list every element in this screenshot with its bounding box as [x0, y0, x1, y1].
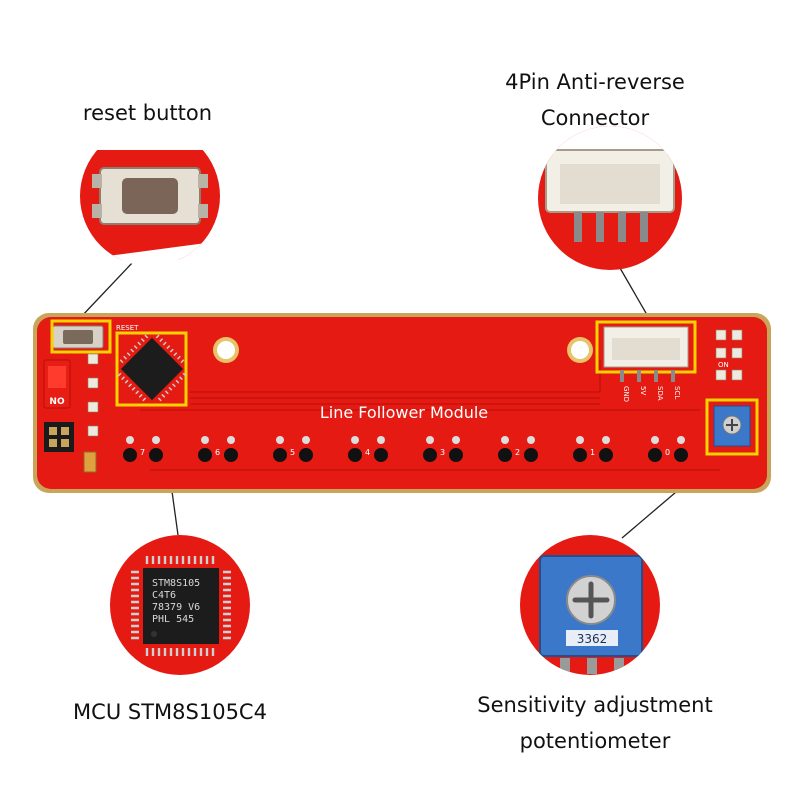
channel-number: 7	[140, 448, 145, 457]
jumper-header	[44, 422, 74, 452]
channel-number: 1	[590, 448, 595, 457]
channel-number: 5	[290, 448, 295, 457]
mcu-label: MCU STM8S105C4	[73, 700, 267, 724]
chip-marking: STM8S105	[152, 578, 200, 589]
mcu-zoom-circle: STM8S105 C4T6 78379 V6 PHL 545	[110, 535, 250, 675]
sensor-channel: 5	[273, 436, 313, 462]
sensor-channel: 6	[198, 436, 238, 462]
on-silkscreen: ON	[718, 361, 729, 369]
channel-number: 0	[665, 448, 670, 457]
capacitor	[83, 451, 97, 473]
channel-number: 3	[440, 448, 445, 457]
switch-silkscreen: NO	[49, 397, 65, 407]
connector-part	[595, 320, 697, 382]
reset-silkscreen: RESET	[116, 324, 139, 332]
potentiometer-zoom-circle: 3362	[520, 535, 660, 675]
pcb-board: RESET NO	[33, 313, 771, 493]
reset-button-part	[50, 319, 112, 354]
sensor-channel: 4	[348, 436, 388, 462]
sensor-channel: 0	[648, 436, 688, 462]
mounting-holes	[213, 337, 593, 363]
dip-switch: NO	[43, 359, 71, 409]
reset-button-label: reset button	[82, 101, 213, 125]
connector-zoom-circle	[538, 126, 682, 270]
mcu-chip-part	[115, 331, 188, 407]
sensor-channel: 3	[423, 436, 463, 462]
sensor-channel: 2	[498, 436, 538, 462]
chip-marking: PHL 545	[152, 614, 194, 625]
chip-marking: C4T6	[152, 590, 176, 601]
potentiometer-label-line2: potentiometer	[519, 729, 671, 753]
board-title: Line Follower Module	[320, 403, 488, 422]
sensor-channel: 1	[573, 436, 613, 462]
potentiometer-part	[705, 398, 759, 456]
pin-label: GND	[622, 386, 630, 402]
potentiometer-label-line1: Sensitivity adjustment	[477, 693, 713, 717]
connector-label-line2: Connector	[540, 106, 650, 130]
pin-label: SDA	[656, 386, 664, 401]
channel-number: 2	[515, 448, 520, 457]
sensor-channel: 7	[123, 436, 163, 462]
pin-label: 5V	[639, 386, 647, 395]
pot-marking: 3362	[577, 632, 608, 646]
channel-number: 6	[215, 448, 220, 457]
reset-zoom-circle	[80, 126, 220, 266]
pin-label: SCL	[673, 386, 681, 399]
chip-marking: 78379 V6	[152, 602, 200, 613]
channel-number: 4	[365, 448, 370, 457]
pin-labels: GND 5V SDA SCL	[622, 386, 681, 402]
connector-label-line1: 4Pin Anti-reverse	[505, 70, 685, 94]
